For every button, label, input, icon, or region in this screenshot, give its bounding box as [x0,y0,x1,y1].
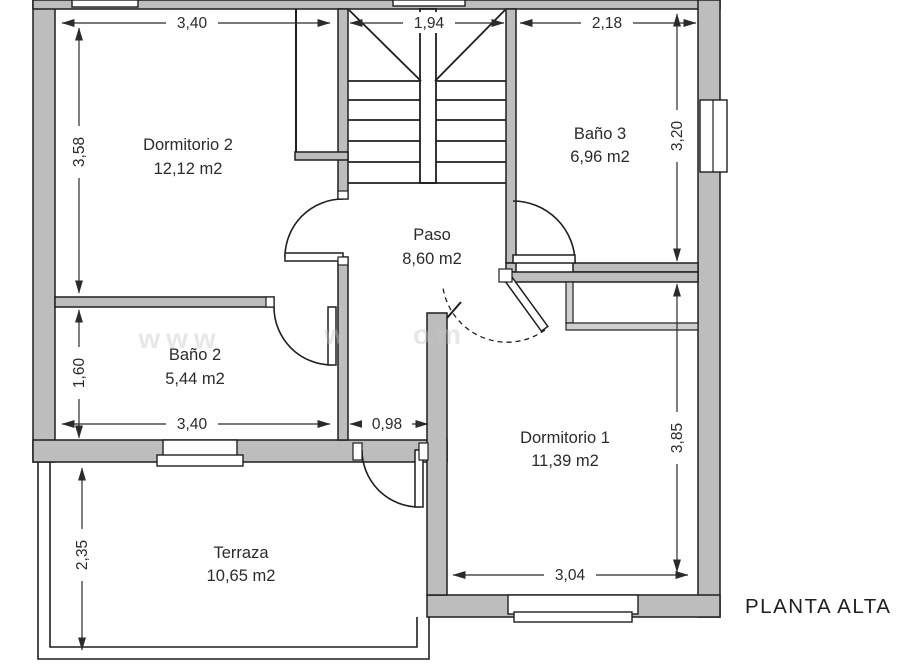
room-area: 8,60 m2 [402,250,462,268]
dimension-label: 1,60 [71,358,88,389]
wall-right-exterior [697,0,721,618]
dimension-label: 2,18 [592,15,622,32]
window-dormitorio1-sill [513,611,633,623]
plan-title: PLANTA ALTA [745,595,891,618]
room-area: 5,44 m2 [165,370,225,388]
doors [265,190,576,508]
dimension-label: 2,35 [74,540,91,570]
wall-bano3-bottom [572,262,699,273]
terraza-railing [37,462,430,660]
terraza-rail-inner [49,462,418,648]
dimension-label: 3,85 [669,423,686,453]
room-name: Baño 3 [574,125,626,143]
room-name: Dormitorio 1 [520,429,610,447]
door-leaf-dormitorio2 [284,252,344,262]
window-top-dormitorio2 [71,0,139,8]
walls [32,0,721,618]
window-top-stairs [392,0,466,7]
dimension-label: 3,40 [177,416,208,433]
room-name: Dormitorio 2 [143,136,233,154]
door-arc-bano2 [273,306,333,366]
room-label-terraza: Terraza 10,65 m2 [207,544,276,585]
door-arc-bano3 [512,200,576,264]
dimension-top-stairs: 1,94 [349,12,505,33]
dimension-label: 3,40 [177,15,208,32]
wall-dormitorio1-left [426,312,448,596]
door-jamb [265,296,275,308]
room-labels: Dormitorio 2 12,12 m2 Baño 3 6,96 m2 Pas… [143,125,630,585]
door-leaf-dormitorio1 [502,273,549,333]
dimension-left-dormitorio2: 3,58 [69,27,89,294]
dimension-left-terraza: 2,35 [72,467,92,651]
watermark-text: www [137,323,221,354]
staircase [348,8,506,184]
dimension-corridor: 0,98 [349,413,429,434]
room-label-dormitorio2: Dormitorio 2 12,12 m2 [143,136,233,178]
room-area: 11,39 m2 [531,452,599,470]
terraza-rail-outer [37,462,430,660]
dimension-bottom-dormitorio1: 3,04 [452,564,689,585]
watermark-text: w [323,319,352,350]
dimension-label: 3,58 [71,137,88,167]
room-area: 10,65 m2 [207,567,276,585]
door-leaf-bano2 [327,306,337,366]
door-jamb-diagonal [446,301,462,319]
room-name: Baño 2 [169,346,221,364]
room-label-paso: Paso 8,60 m2 [402,226,462,268]
watermark: www w om [137,319,467,354]
wall-shaft-bottom [294,151,349,161]
dimension-bottom-bano2: 3,40 [61,413,331,434]
dimension-label: 3,20 [669,121,686,152]
door-jamb [352,442,363,461]
wall-left-exterior [32,0,56,463]
door-jamb [418,442,429,461]
room-label-bano2: Baño 2 5,44 m2 [165,346,225,388]
dimension-label: 1,94 [414,15,445,32]
wall-dormitorio1-top [504,271,699,283]
door-arc-terraza [361,449,420,508]
dimension-right-dormitorio1: 3,85 [667,283,687,573]
dimension-left-bano2: 1,60 [69,309,89,439]
dimension-right-bano3: 3,20 [667,13,687,262]
room-label-dormitorio1: Dormitorio 1 11,39 m2 [520,429,610,470]
dimension-top-bano3: 2,18 [519,12,697,33]
watermark-text: om [413,319,467,350]
closet-wall-horizontal [565,322,699,331]
room-area: 12,12 m2 [154,160,223,178]
door-jamb [337,256,349,266]
room-name: Paso [413,226,451,244]
dimensions: 3,40 1,94 2,18 3,58 3,20 [61,12,697,651]
dimension-label: 0,98 [372,416,402,433]
door-arc-dormitorio1 [442,287,546,343]
window-bano2-sill [156,454,244,467]
room-label-bano3: Baño 3 6,96 m2 [570,125,630,166]
room-area: 6,96 m2 [570,148,630,166]
door-leaf-bano3 [512,254,576,264]
windows [71,0,728,623]
wall-stair-left-upper [337,8,349,200]
door-jamb [337,190,349,200]
window-dormitorio1-bottom [507,594,639,615]
wall-dormitorio2-bano2-divider [54,296,275,308]
stair-stringer [419,8,437,184]
wall-stair-right [505,8,517,264]
closet-wall-vertical [565,281,574,324]
dimension-top-dormitorio2: 3,40 [61,12,331,33]
dimension-label: 3,04 [555,567,586,584]
door-arc-dormitorio2 [284,198,344,258]
door-jamb [498,268,513,283]
room-name: Terraza [213,544,269,562]
